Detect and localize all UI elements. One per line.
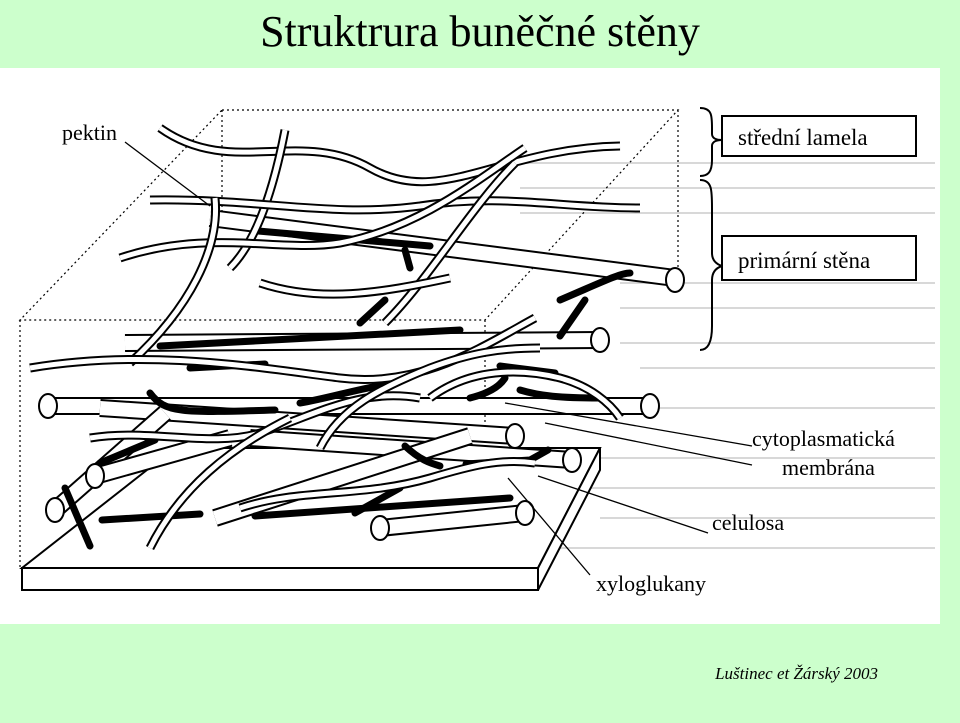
- slide-title: Struktrura buněčné stěny: [260, 7, 700, 56]
- cellulose-rod: [379, 504, 526, 537]
- leader-lines: [124, 141, 753, 576]
- pectin-ribbon: [427, 367, 624, 421]
- cell-wall-diagram: pektin střední lamela primární stěna cyt…: [0, 68, 940, 624]
- cellulose-rod: [99, 399, 516, 445]
- background-text-lines: [520, 162, 935, 549]
- pectin-ribbon: [315, 343, 541, 451]
- label-stredni-lamela: střední lamela: [738, 125, 868, 150]
- pectin-ribbon: [149, 195, 641, 215]
- pectin-ribbon: [145, 413, 293, 551]
- label-membrana: membrána: [782, 455, 875, 480]
- pectin-ribbon: [381, 159, 519, 327]
- source-credit: Luštinec et Žárský 2003: [715, 664, 878, 683]
- label-celulosa: celulosa: [712, 510, 784, 535]
- xyloglucan-strands: [61, 227, 634, 550]
- pectin-ribbon: [157, 124, 621, 187]
- membrane-plate: [19, 447, 602, 591]
- primary-wall-box: [721, 235, 917, 281]
- pectin-ribbon: [226, 129, 290, 272]
- pectin-ribbons: [29, 124, 641, 551]
- pectin-ribbon: [258, 273, 451, 299]
- middle-lamella-box: [721, 115, 917, 157]
- pectin-ribbon: [118, 144, 528, 263]
- label-xyloglukany: xyloglukany: [596, 571, 706, 596]
- label-cytoplasmaticka: cytoplasmatická: [752, 426, 895, 451]
- cellulose-rod: [92, 429, 233, 485]
- pectin-ribbon: [238, 457, 536, 513]
- pectin-ribbon: [126, 197, 221, 367]
- label-pektin: pektin: [62, 120, 117, 145]
- label-primarni-stena: primární stěna: [738, 248, 870, 273]
